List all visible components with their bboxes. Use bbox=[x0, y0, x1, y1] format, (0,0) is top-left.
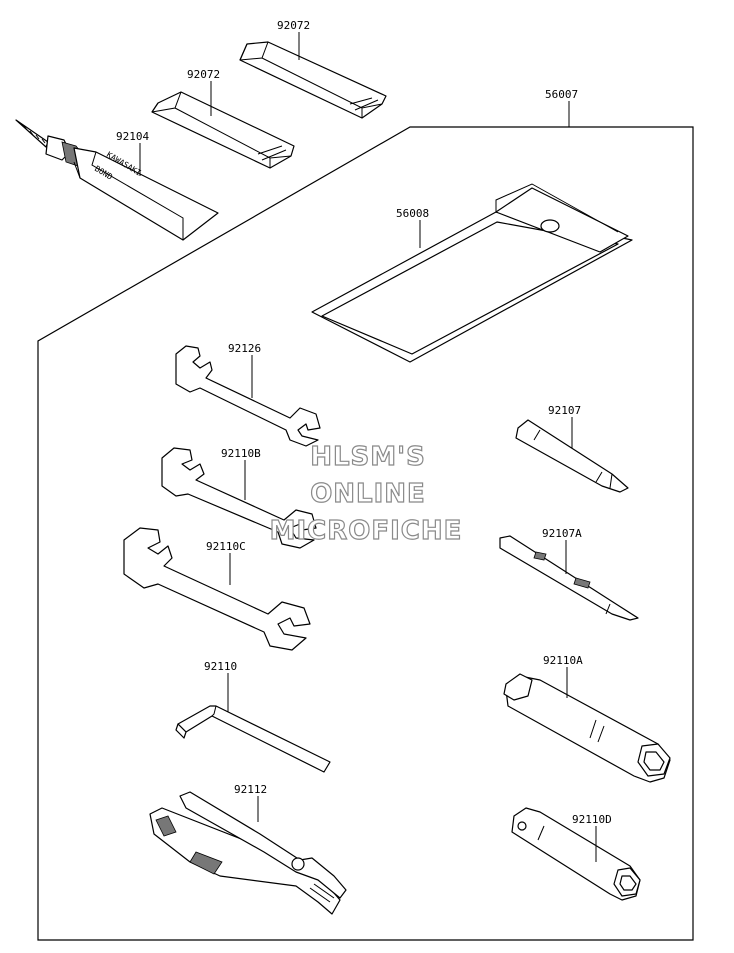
label-92072-top: 92072 bbox=[277, 19, 310, 32]
watermark-line1: HLSM'S bbox=[310, 442, 426, 472]
wrench-92110C[interactable] bbox=[123, 527, 311, 651]
hex-key-92110[interactable] bbox=[175, 705, 331, 773]
box-spanner-92110A[interactable] bbox=[503, 673, 671, 783]
screwdriver-bit-92107A[interactable] bbox=[499, 535, 639, 621]
watermark-line2: ONLINE bbox=[310, 479, 426, 509]
label-92107: 92107 bbox=[548, 404, 581, 417]
label-92126: 92126 bbox=[228, 342, 261, 355]
label-92107A: 92107A bbox=[542, 527, 582, 540]
wrench-92110B[interactable] bbox=[161, 447, 317, 549]
wrench-92126[interactable] bbox=[175, 345, 321, 447]
label-92110D: 92110D bbox=[572, 813, 612, 826]
kit-boundary bbox=[37, 126, 694, 941]
screwdriver-bit-92107[interactable] bbox=[515, 419, 629, 493]
label-92104: 92104 bbox=[116, 130, 149, 143]
label-92110B: 92110B bbox=[221, 447, 261, 460]
label-56008: 56008 bbox=[396, 207, 429, 220]
label-92112: 92112 bbox=[234, 783, 267, 796]
strap-92072-top[interactable] bbox=[239, 41, 387, 119]
box-spanner-92110D[interactable] bbox=[511, 807, 641, 901]
label-92110: 92110 bbox=[204, 660, 237, 673]
tool-bag-56008[interactable] bbox=[311, 183, 633, 363]
label-56007: 56007 bbox=[545, 88, 578, 101]
label-92110A: 92110A bbox=[543, 654, 583, 667]
pliers-92112[interactable] bbox=[149, 791, 347, 915]
strap-92072-mid[interactable] bbox=[151, 91, 295, 169]
watermark-line3: MICROFICHE bbox=[270, 516, 463, 546]
label-92072-mid: 92072 bbox=[187, 68, 220, 81]
label-92110C: 92110C bbox=[206, 540, 246, 553]
